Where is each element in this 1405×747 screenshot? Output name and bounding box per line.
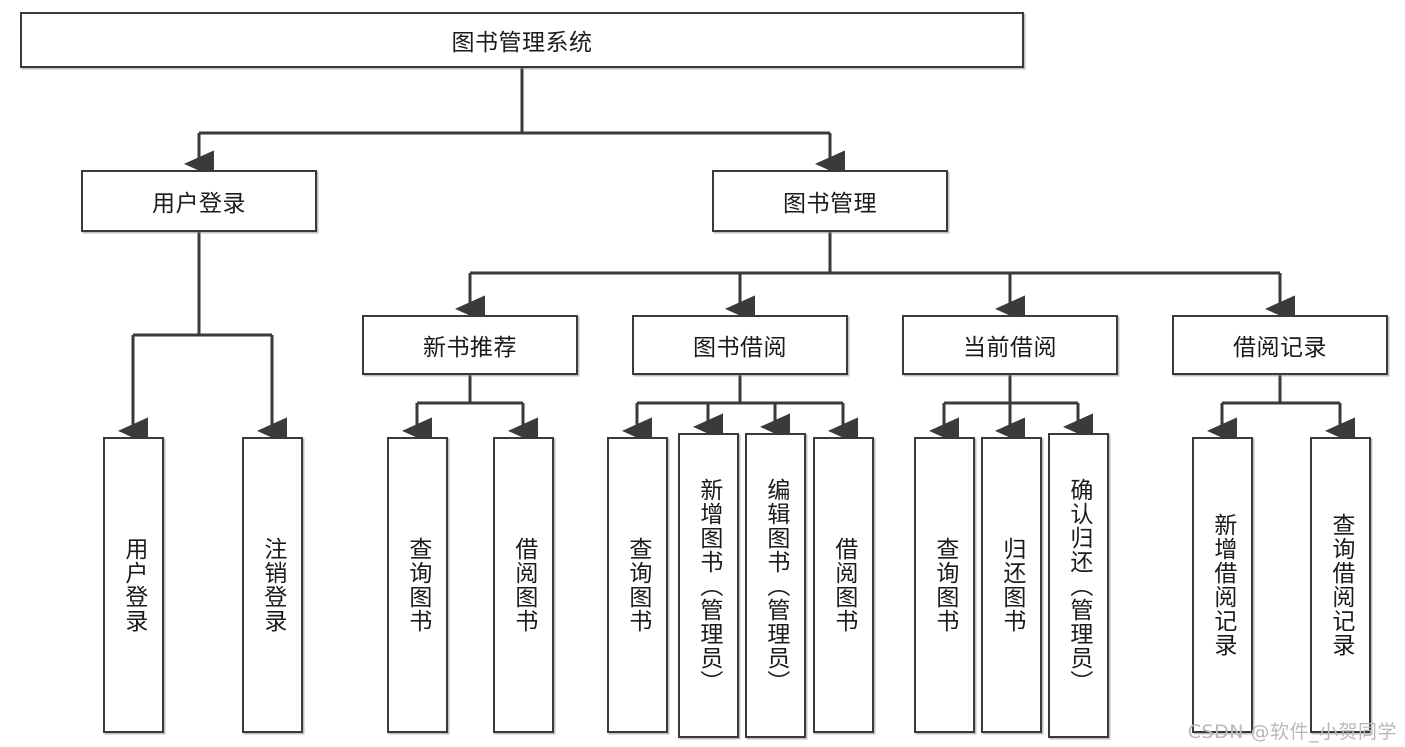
node-current-borrow[interactable]: 当前借阅 [902,315,1118,375]
node-root-system[interactable]: 图书管理系统 [20,12,1024,68]
node-label: 借阅图书 [510,537,537,633]
node-label: 归还图书 [998,537,1025,633]
leaf-borrow-edit-book-admin[interactable]: 编辑图书（管理员） [745,433,806,738]
node-label: 图书管理系统 [451,30,593,56]
node-label: 图书借阅 [693,335,787,361]
node-label: 新书推荐 [423,335,517,361]
node-label: 查询图书 [404,537,431,633]
node-user-login[interactable]: 用户登录 [81,170,317,232]
leaf-borrow-query-book[interactable]: 查询图书 [607,437,668,733]
node-label: 当前借阅 [963,335,1057,361]
leaf-recommend-borrow-book[interactable]: 借阅图书 [493,437,554,733]
node-borrow-record[interactable]: 借阅记录 [1172,315,1388,375]
node-label: 图书管理 [783,191,877,217]
csdn-watermark: CSDN @软件_小贺同学 [1187,721,1397,743]
node-label: 借阅记录 [1233,335,1327,361]
leaf-user-login-logout[interactable]: 注销登录 [242,437,303,733]
node-label: 借阅图书 [830,537,857,633]
node-label: 确认归还（管理员） [1065,477,1092,694]
leaf-current-query-book[interactable]: 查询图书 [914,437,975,733]
node-label: 编辑图书（管理员） [762,477,789,694]
leaf-borrow-borrow-book[interactable]: 借阅图书 [813,437,874,733]
leaf-borrow-add-book-admin[interactable]: 新增图书（管理员） [678,433,739,738]
leaf-record-add-record[interactable]: 新增借阅记录 [1192,437,1253,733]
node-label: 用户登录 [120,537,147,633]
leaf-recommend-query-book[interactable]: 查询图书 [387,437,448,733]
node-label: 查询图书 [931,537,958,633]
leaf-current-confirm-return-admin[interactable]: 确认归还（管理员） [1048,433,1109,738]
node-label: 查询图书 [624,537,651,633]
leaf-record-query-record[interactable]: 查询借阅记录 [1310,437,1371,733]
node-book-management[interactable]: 图书管理 [712,170,948,232]
node-new-book-recommend[interactable]: 新书推荐 [362,315,578,375]
node-label: 查询借阅记录 [1327,513,1354,657]
node-label: 新增借阅记录 [1209,513,1236,657]
leaf-current-return-book[interactable]: 归还图书 [981,437,1042,733]
node-label: 用户登录 [152,191,246,217]
node-label: 新增图书（管理员） [695,477,722,694]
node-book-borrow[interactable]: 图书借阅 [632,315,848,375]
leaf-user-login-login[interactable]: 用户登录 [103,437,164,733]
node-label: 注销登录 [259,537,286,633]
